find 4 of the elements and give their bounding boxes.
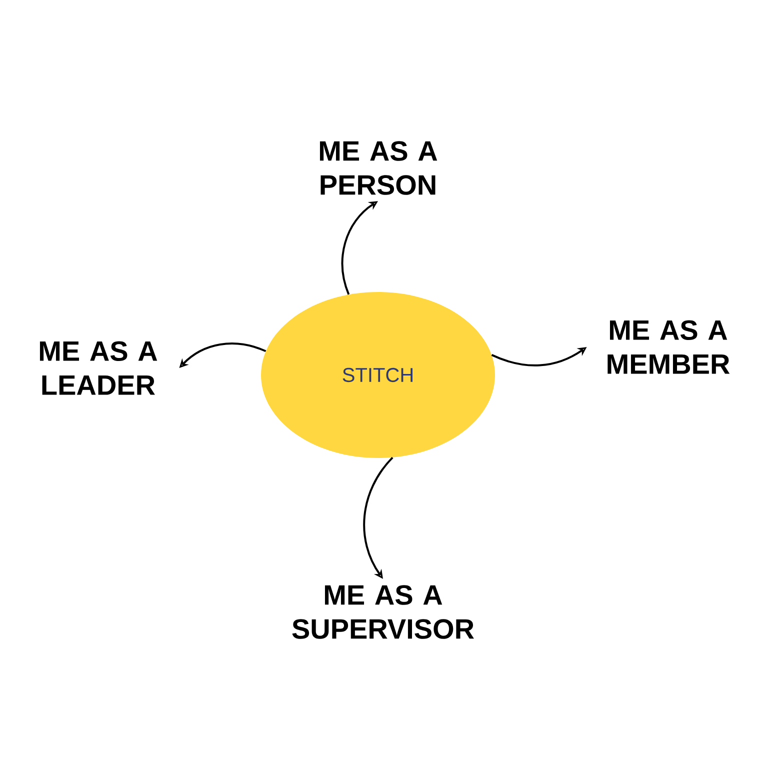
topic-label: ME AS A SUPERVISOR (292, 585, 474, 639)
topic-label: ME AS A LEADER (40, 341, 158, 395)
topic-label: ME AS A PERSON (320, 141, 438, 195)
topic-label: ME AS A MEMBER (608, 320, 730, 374)
